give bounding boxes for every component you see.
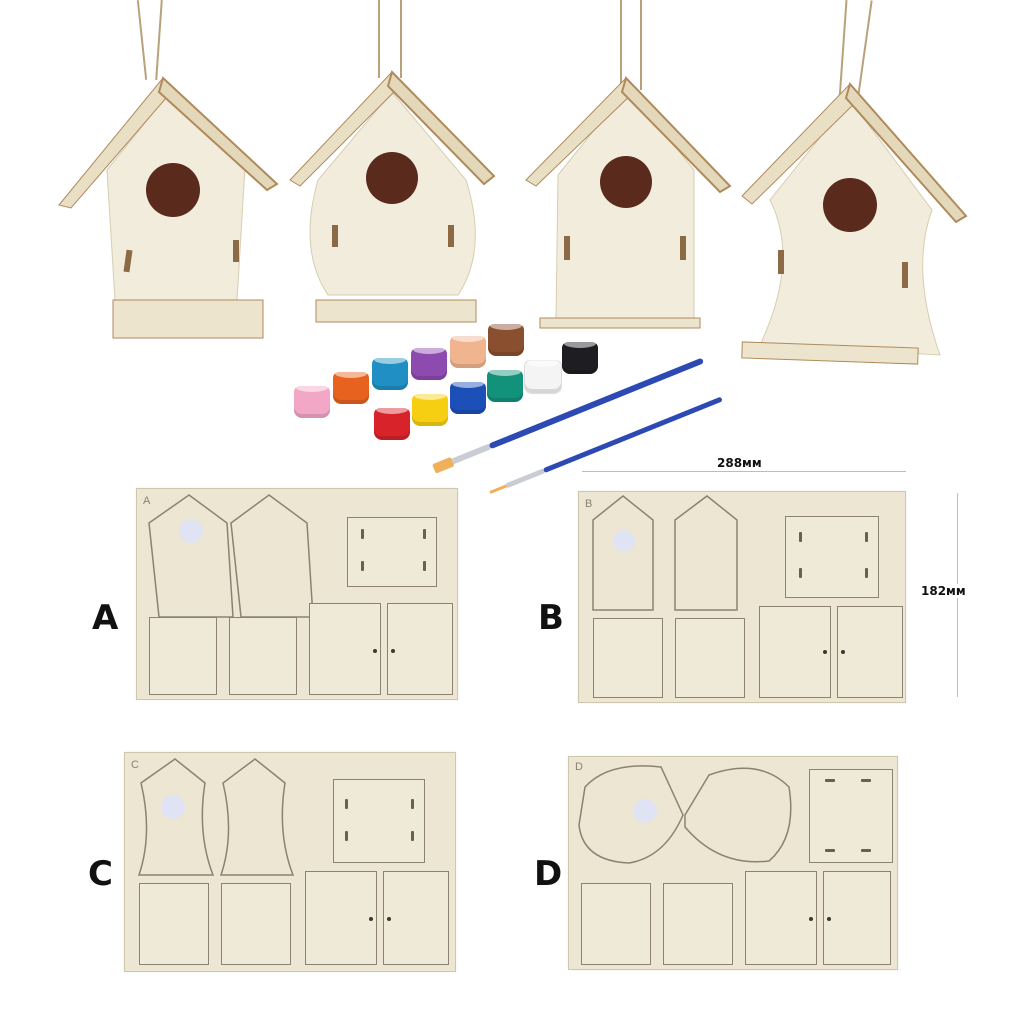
paint-pot-blue (450, 379, 486, 414)
paint-pot-purple (411, 345, 447, 380)
birdhouse-1 (55, 0, 285, 360)
paint-pot-black (562, 339, 598, 374)
sheet-b: B (578, 491, 906, 703)
birdhouse-3 (522, 0, 732, 340)
sheet-letter-b: B (538, 598, 564, 638)
paint-pot-white (524, 358, 562, 394)
sheet-d: D (568, 756, 898, 970)
birdhouse-4 (740, 0, 975, 380)
width-label: 288мм (717, 456, 762, 470)
sheet-a: A (136, 488, 458, 700)
sheet-letter-a: A (92, 598, 119, 638)
paint-pot-brown (488, 321, 524, 356)
sheet-corner-label: A (143, 495, 151, 507)
paint-pot-peach (450, 333, 486, 368)
sheet-corner-label: C (131, 759, 139, 771)
round-brush (489, 396, 723, 495)
sheet-corner-label: D (575, 761, 583, 773)
birdhouse-2 (288, 0, 498, 340)
paint-pot-orange (333, 369, 369, 404)
paint-pot-teal (487, 367, 523, 402)
sheet-corner-label: B (585, 498, 593, 510)
height-label: 182мм (919, 584, 968, 598)
paint-pot-red (374, 405, 410, 440)
sheet-letter-c: C (88, 854, 113, 894)
flat-brush (432, 357, 705, 474)
sheet-c: C (124, 752, 456, 972)
paint-pot-pink (294, 383, 330, 418)
paint-pot-yellow (412, 391, 448, 426)
sheet-letter-d: D (534, 854, 563, 894)
paint-pot-light-blue (372, 355, 408, 390)
